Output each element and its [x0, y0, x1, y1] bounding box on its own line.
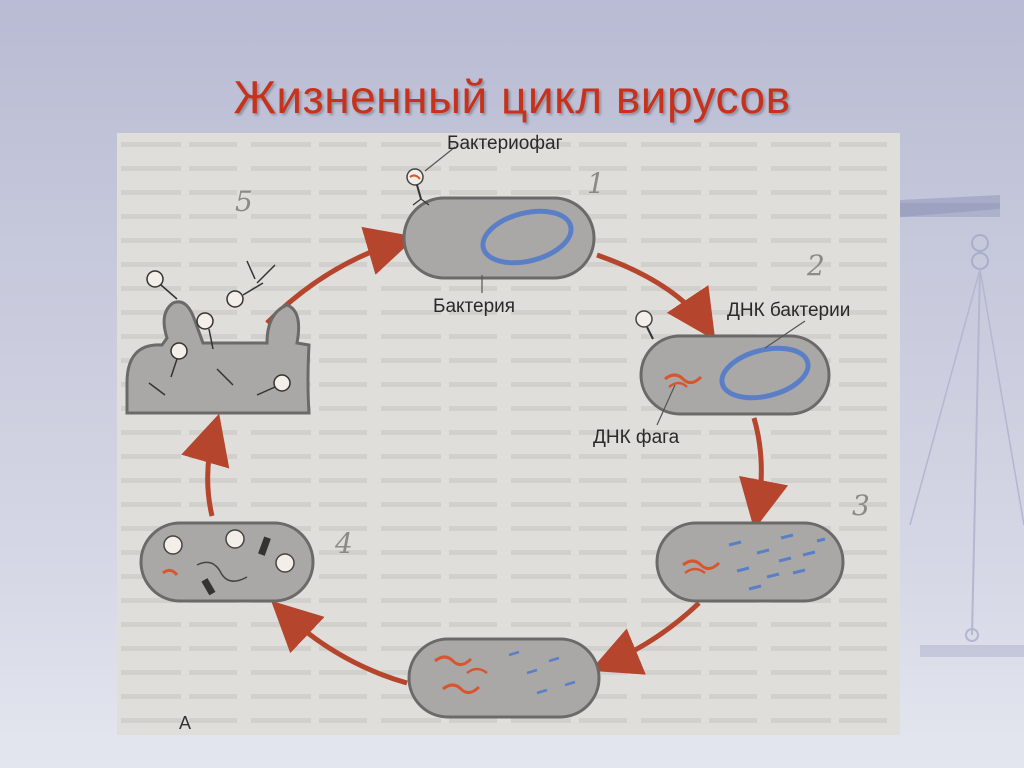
stage-number-2: 2: [806, 249, 825, 282]
stage-number-5: 5: [235, 185, 253, 218]
label-phage-dna: ДНК фага: [593, 427, 680, 448]
label-bacterial-dna: ДНК бактерии: [727, 300, 851, 321]
bacteriophage-icon: [406, 168, 430, 206]
life-cycle-figure: 1 2 3 4 5 Бактериофаг Бактерия ДНК бакте…: [117, 133, 900, 735]
stage-number-3: 3: [852, 489, 870, 522]
arrow-5-to-6: [181, 413, 230, 517]
arrow-3-to-4: [590, 601, 701, 675]
stage-1-attachment: [402, 146, 596, 293]
life-cycle-diagram: 1 2 3 4 5: [117, 133, 900, 735]
stage-number-1: 1: [587, 167, 605, 200]
label-bacteriophage: Бактериофаг: [447, 133, 563, 154]
stage-2-injection: [635, 310, 831, 426]
stage-6-lysis: [125, 260, 311, 415]
stage-number-4: 4: [334, 527, 353, 560]
balance-scale-decoration: [880, 195, 1024, 657]
stage-4-synthesis: [407, 637, 601, 719]
arrow-4-to-5: [271, 600, 408, 686]
arrow-1-to-2: [596, 252, 716, 341]
slide-title: Жизненный цикл вирусов: [233, 71, 791, 123]
stage-numbers: 1 2 3 4 5: [235, 167, 870, 560]
stage-5-assembly: [139, 521, 315, 603]
arrow-2-to-3: [739, 417, 789, 530]
label-bacterium: Бактерия: [433, 296, 516, 317]
stage-3-replication: [655, 521, 845, 603]
panel-letter: А: [179, 713, 192, 733]
